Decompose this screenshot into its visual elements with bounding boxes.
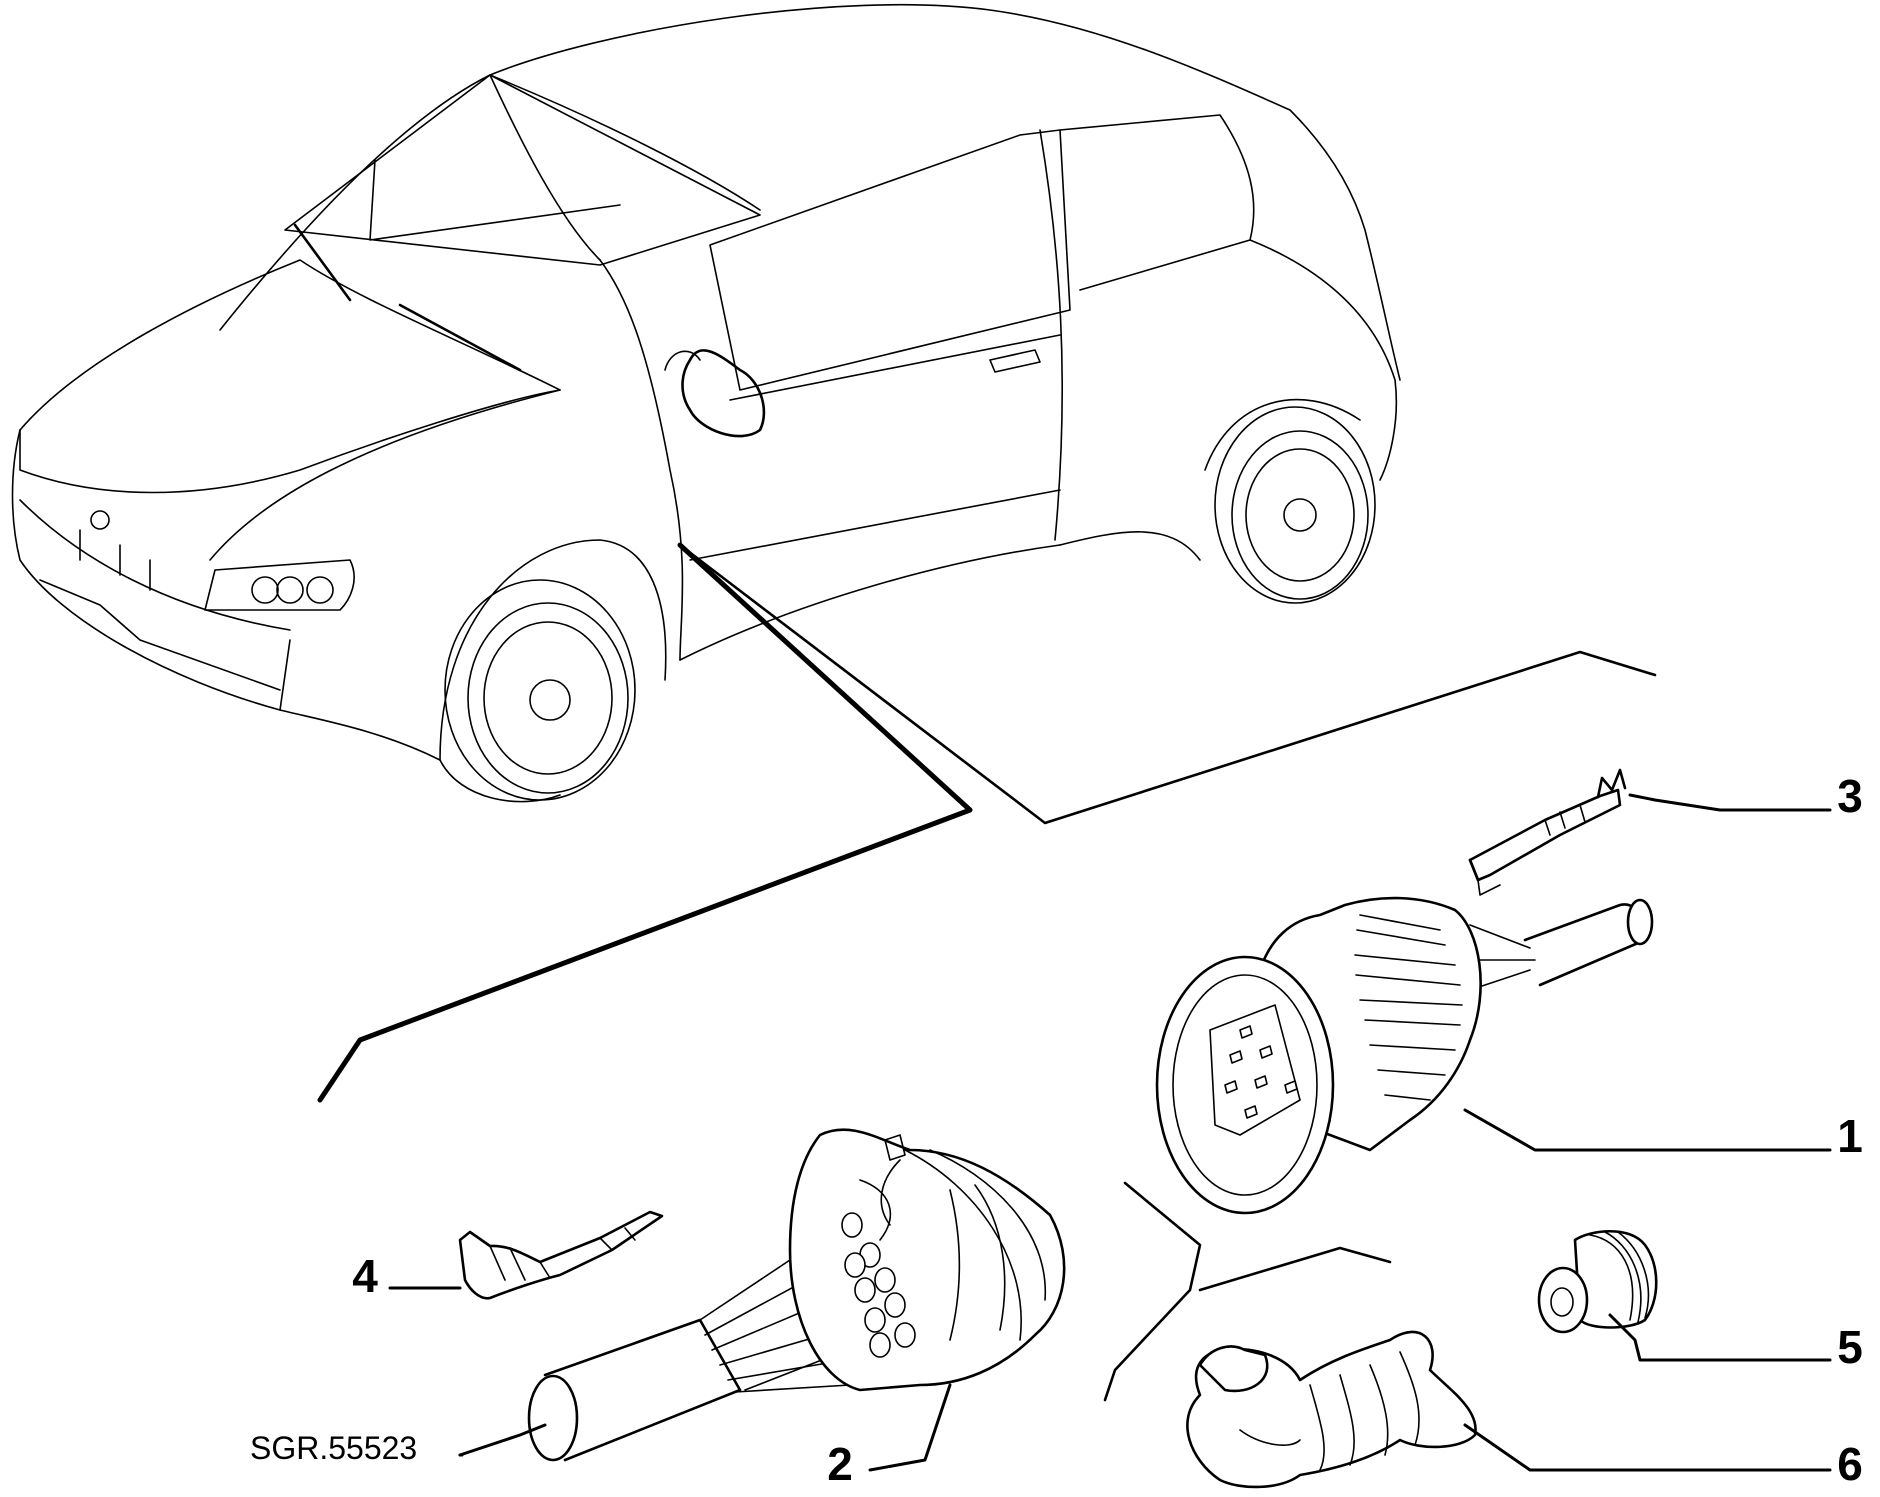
part-2-multipin-connector: [527, 1128, 1066, 1462]
part-3-female-terminal: [1468, 768, 1627, 896]
callout-2: 2: [827, 1438, 853, 1490]
part-6-grommet: [1186, 1330, 1477, 1489]
part-5-seal-plug: [1537, 1229, 1658, 1334]
part-1-round-connector: [1155, 896, 1654, 1215]
callout-3: 3: [1837, 770, 1863, 822]
callout-4: 4: [352, 1250, 378, 1302]
part-4-male-terminal: [458, 1210, 664, 1300]
car-illustration: [11, 3, 1401, 803]
callout-6: 6: [1837, 1438, 1863, 1490]
leader-lines: [388, 793, 1832, 1472]
callout-1: 1: [1837, 1110, 1863, 1162]
drawing-code: SGR.55523: [250, 1430, 417, 1466]
callout-labels: 3 1 5 6 4 2 SGR.55523: [250, 770, 1863, 1490]
callout-5: 5: [1837, 1321, 1863, 1373]
pointer-lines: [317, 542, 1657, 1402]
